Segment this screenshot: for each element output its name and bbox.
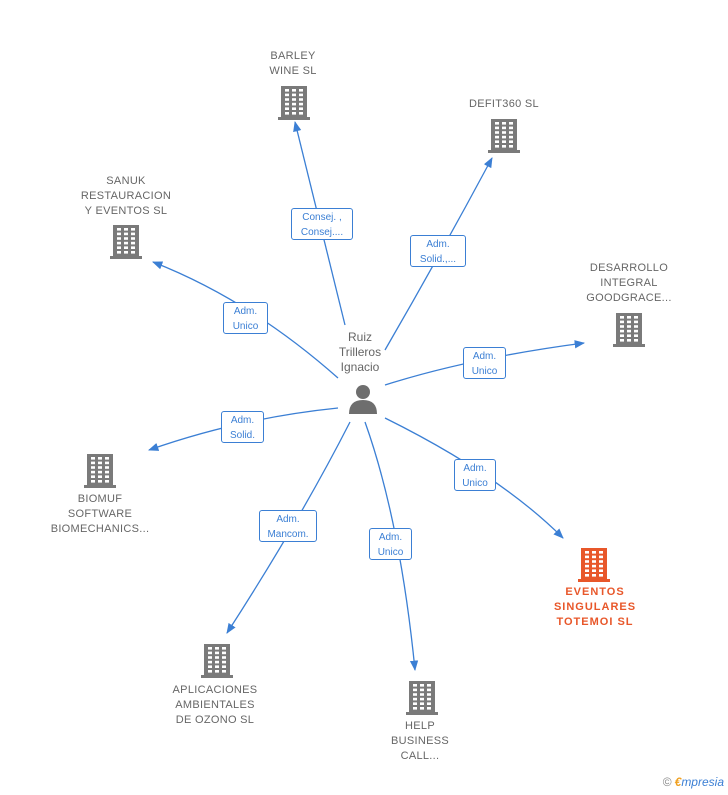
footer-brand: ©€mpresia xyxy=(663,775,724,789)
brand-name: mpresia xyxy=(681,775,724,789)
company-label-biomuf[interactable]: BIOMUF SOFTWARE BIOMECHANICS... xyxy=(50,493,150,535)
company-label-barley[interactable]: BARLEY WINE SL xyxy=(269,50,317,77)
building-icon xyxy=(406,681,438,715)
building-icon xyxy=(278,86,310,120)
building-icon xyxy=(110,225,142,259)
role-label-barley[interactable]: Consej. , Consej.... xyxy=(291,208,353,240)
building-icon xyxy=(488,119,520,153)
company-label-eventos[interactable]: EVENTOS SINGULARES TOTEMOI SL xyxy=(553,586,637,628)
role-label-aplicaciones[interactable]: Adm. Mancom. xyxy=(259,510,317,542)
company-label-sanuk[interactable]: SANUK RESTAURACION Y EVENTOS SL xyxy=(80,175,172,217)
brand-logo-icon: € xyxy=(674,775,682,789)
company-label-help[interactable]: HELP BUSINESS CALL... xyxy=(390,720,450,762)
building-icon xyxy=(613,313,645,347)
person-name-label: Ruiz Trilleros Ignacio xyxy=(338,330,382,374)
role-label-help[interactable]: Adm. Unico xyxy=(369,528,412,560)
role-label-defit[interactable]: Adm. Solid.,... xyxy=(410,235,466,267)
role-label-desarrollo[interactable]: Adm. Unico xyxy=(463,347,506,379)
role-label-sanuk[interactable]: Adm. Unico xyxy=(223,302,268,334)
company-label-desarrollo[interactable]: DESARROLLO INTEGRAL GOODGRACE... xyxy=(586,262,672,304)
role-label-biomuf[interactable]: Adm. Solid. xyxy=(221,411,264,443)
role-label-eventos[interactable]: Adm. Unico xyxy=(454,459,496,491)
copyright-symbol: © xyxy=(662,775,672,789)
building-icon xyxy=(578,548,610,582)
person-icon xyxy=(349,385,377,414)
company-label-defit[interactable]: DEFIT360 SL xyxy=(469,98,539,110)
building-icon xyxy=(201,644,233,678)
building-icon xyxy=(84,454,116,488)
company-label-aplicaciones[interactable]: APLICACIONES AMBIENTALES DE OZONO SL xyxy=(172,684,258,726)
